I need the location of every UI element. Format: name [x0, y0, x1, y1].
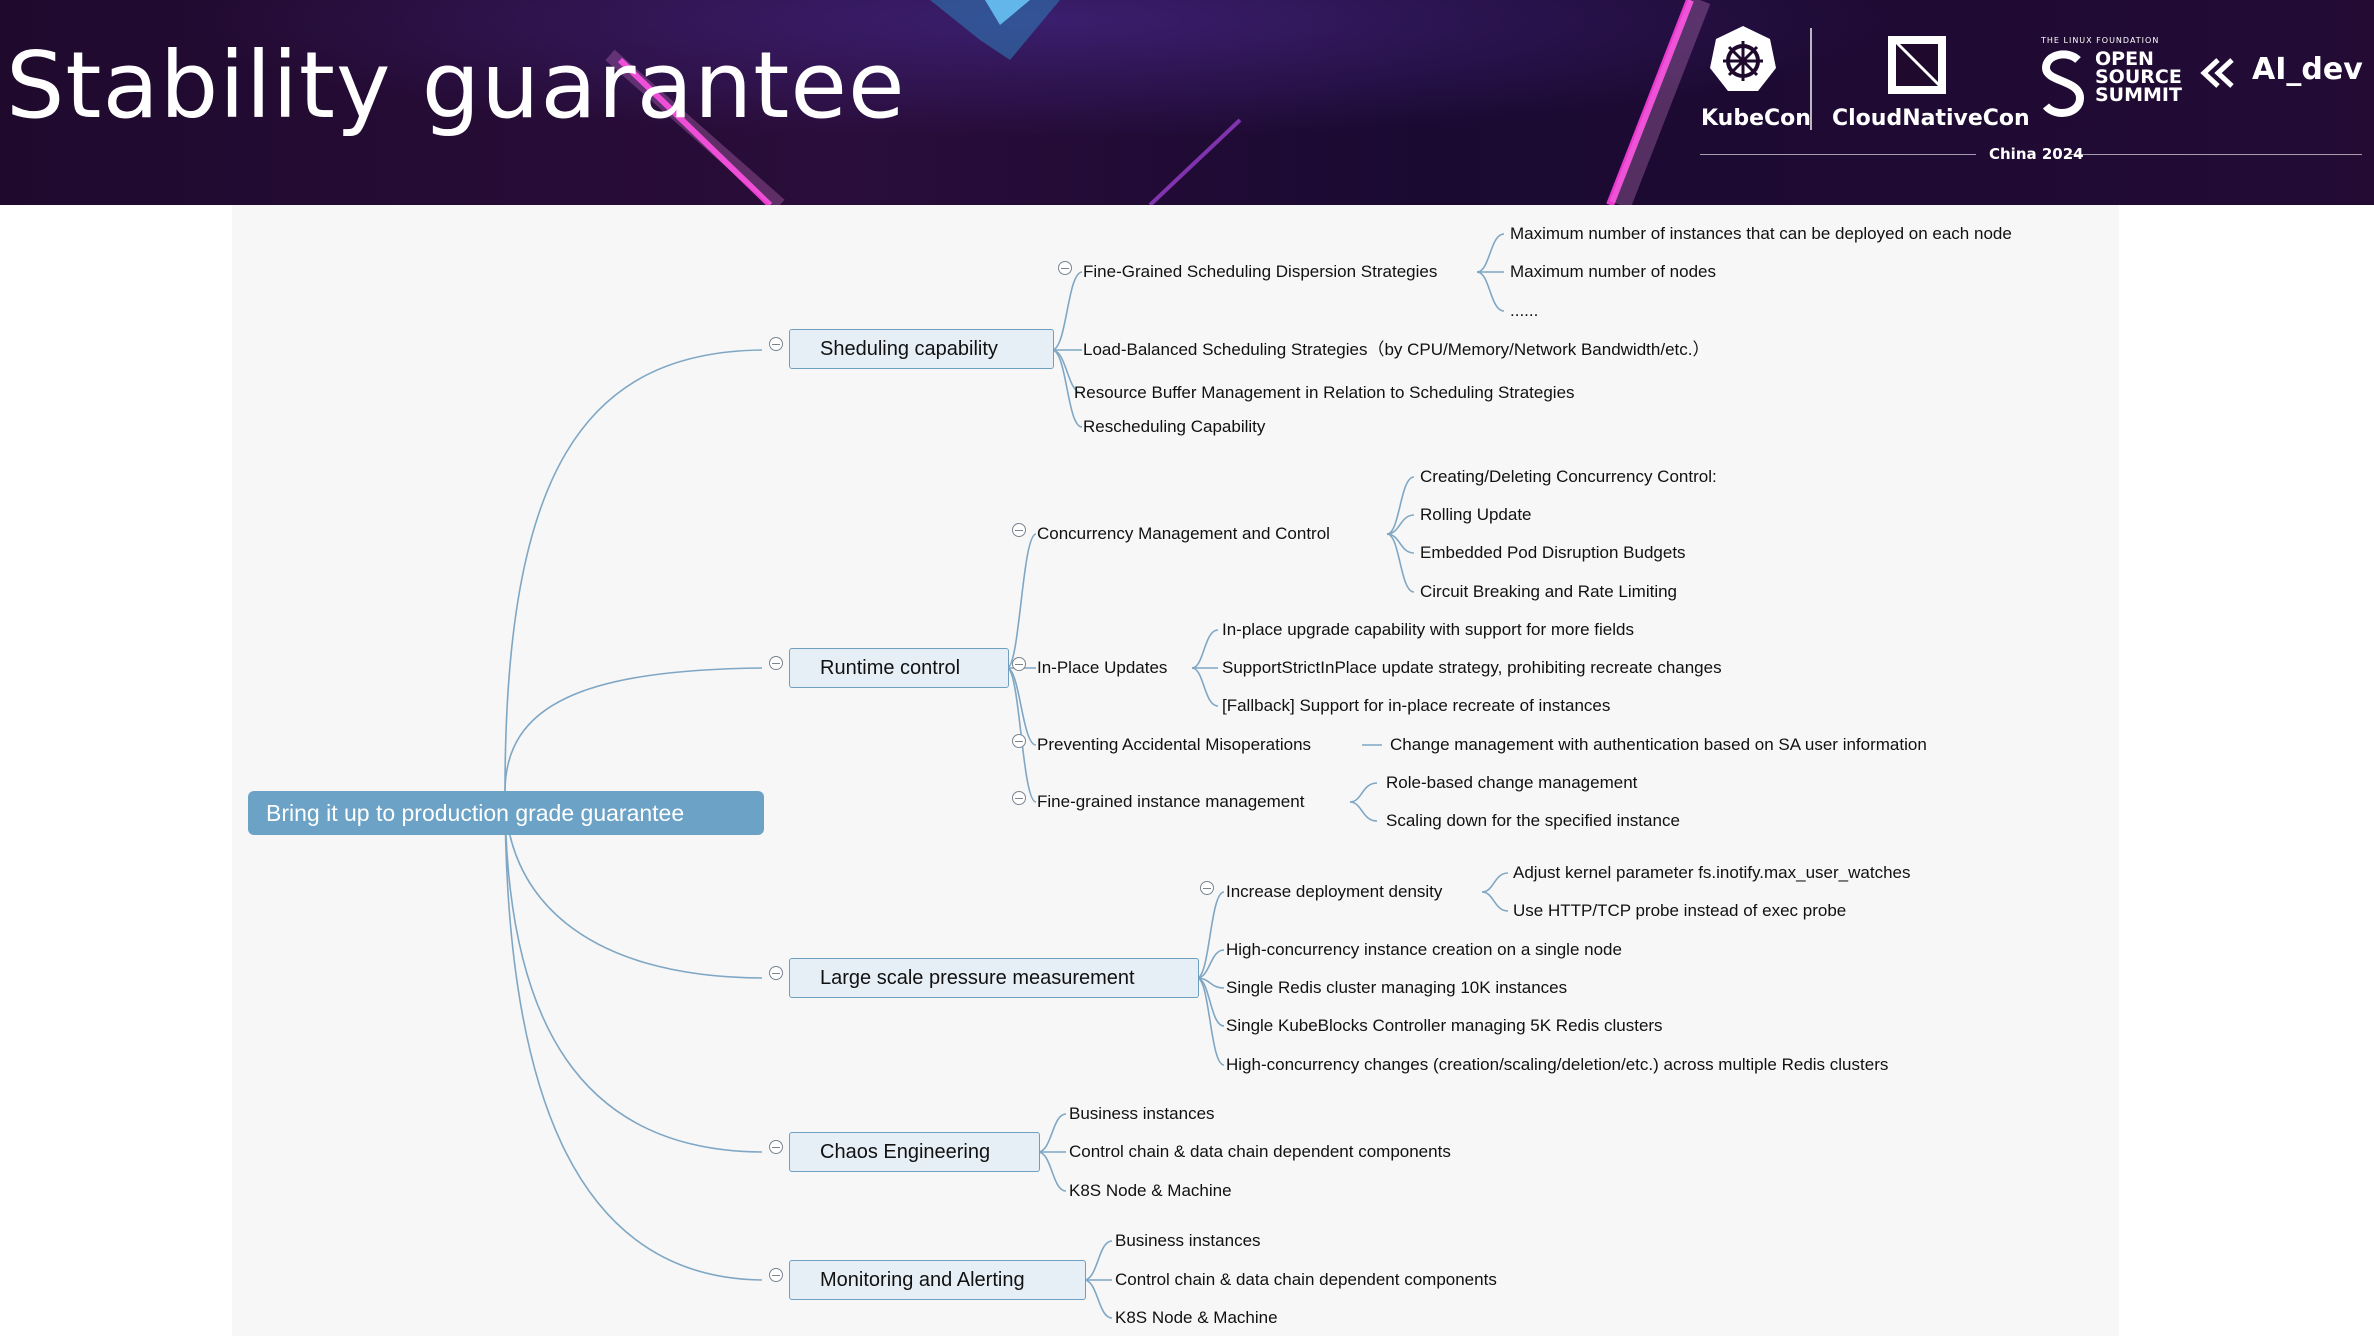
slide-title: Stability guarantee — [6, 32, 906, 139]
collapse-toggle-pressure[interactable] — [769, 966, 783, 980]
topic-deployment-density[interactable]: Increase deployment density — [1226, 882, 1443, 901]
mindmap-canvas: Bring it up to production grade guarante… — [232, 205, 2119, 1336]
topic-rescheduling[interactable]: Rescheduling Capability — [1083, 417, 1266, 436]
branch-large-scale-pressure[interactable]: Large scale pressure measurement — [789, 958, 1199, 998]
oss-line-open: OPEN — [2095, 48, 2154, 70]
topic-scale-down-instance[interactable]: Scaling down for the specified instance — [1386, 811, 1680, 830]
link-root-runtime — [504, 667, 763, 793]
topic-fallback-recreate[interactable]: [Fallback] Support for in-place recreate… — [1222, 696, 1611, 715]
collapse-toggle-density[interactable] — [1200, 881, 1214, 895]
open-source-summit-text: OPEN SOURCE SUMMIT — [2095, 48, 2182, 106]
topic-inplace-more-fields[interactable]: In-place upgrade capability with support… — [1222, 620, 1634, 639]
topic-controller-5k[interactable]: Single KubeBlocks Controller managing 5K… — [1226, 1016, 1663, 1035]
topic-in-place-updates[interactable]: In-Place Updates — [1037, 658, 1168, 677]
topic-chaos-control-chain[interactable]: Control chain & data chain dependent com… — [1069, 1142, 1451, 1161]
branch-runtime-control[interactable]: Runtime control — [789, 648, 1009, 688]
event-rule-left — [1700, 154, 1976, 155]
topic-monitor-business-instances[interactable]: Business instances — [1115, 1231, 1261, 1250]
topic-chaos-k8s-node[interactable]: K8S Node & Machine — [1069, 1181, 1232, 1200]
collapse-toggle-inplace[interactable] — [1012, 657, 1026, 671]
collapse-toggle-runtime[interactable] — [769, 656, 783, 670]
collapse-toggle-instance-mgmt[interactable] — [1012, 791, 1026, 805]
open-source-summit-icon — [2041, 50, 2085, 117]
topic-max-instances-per-node[interactable]: Maximum number of instances that can be … — [1510, 224, 2012, 243]
topic-chaos-business-instances[interactable]: Business instances — [1069, 1104, 1215, 1123]
topic-resource-buffer[interactable]: Resource Buffer Management in Relation t… — [1074, 383, 1575, 402]
topic-load-balanced-scheduling[interactable]: Load-Balanced Scheduling Strategies（by C… — [1083, 340, 1710, 359]
linux-foundation-label: THE LINUX FOUNDATION — [2041, 36, 2160, 45]
kubecon-logo-text: KubeCon — [1701, 106, 1811, 131]
topic-strict-inplace[interactable]: SupportStrictInPlace update strategy, pr… — [1222, 658, 1722, 677]
collapse-toggle-concurrency[interactable] — [1012, 523, 1026, 537]
mindmap-connectors — [504, 233, 1509, 1319]
topic-create-delete-concurrency[interactable]: Creating/Deleting Concurrency Control: — [1420, 467, 1717, 486]
topic-dispersion-strategies[interactable]: Fine-Grained Scheduling Dispersion Strat… — [1083, 262, 1438, 281]
topic-high-concurrency-creation[interactable]: High-concurrency instance creation on a … — [1226, 940, 1622, 959]
oss-line-summit: SUMMIT — [2095, 84, 2182, 106]
slide-header-banner: Stability guarantee KubeCon CloudNativeC… — [0, 0, 2374, 205]
event-label: China 2024 — [1989, 145, 2084, 163]
topic-role-based-change[interactable]: Role-based change management — [1386, 773, 1638, 792]
collapse-toggle-dispersion[interactable] — [1058, 261, 1072, 275]
topic-ellipsis[interactable]: ...... — [1510, 301, 1539, 320]
link-root-chaos — [504, 791, 763, 1153]
topic-circuit-breaking[interactable]: Circuit Breaking and Rate Limiting — [1420, 582, 1678, 601]
event-rule-right — [2068, 154, 2362, 155]
ai-dev-logo-text: AI_dev — [2252, 52, 2363, 87]
branch-scheduling-capability[interactable]: Sheduling capability — [789, 329, 1054, 369]
collapse-toggle-scheduling[interactable] — [769, 337, 783, 351]
topic-monitor-k8s-node[interactable]: K8S Node & Machine — [1115, 1308, 1278, 1327]
topic-inotify-watches[interactable]: Adjust kernel parameter fs.inotify.max_u… — [1513, 863, 1911, 882]
topic-rolling-update[interactable]: Rolling Update — [1420, 505, 1532, 524]
topic-prevent-misoperations[interactable]: Preventing Accidental Misoperations — [1037, 735, 1312, 754]
topic-http-tcp-probe[interactable]: Use HTTP/TCP probe instead of exec probe — [1513, 901, 1847, 920]
topic-concurrency-management[interactable]: Concurrency Management and Control — [1037, 524, 1330, 543]
branch-monitoring-alerting[interactable]: Monitoring and Alerting — [789, 1260, 1086, 1300]
topic-multi-cluster-changes[interactable]: High-concurrency changes (creation/scali… — [1226, 1055, 1889, 1074]
kubernetes-helm-icon — [1710, 26, 1776, 91]
collapse-toggle-chaos[interactable] — [769, 1140, 783, 1154]
topic-pod-disruption-budgets[interactable]: Embedded Pod Disruption Budgets — [1420, 543, 1686, 562]
link-root-monitoring — [504, 791, 763, 1281]
branch-chaos-engineering[interactable]: Chaos Engineering — [789, 1132, 1040, 1172]
topic-fine-grained-instance[interactable]: Fine-grained instance management — [1037, 792, 1305, 811]
cloudnativecon-logo-text: CloudNativeCon — [1832, 106, 2030, 131]
oss-line-source: SOURCE — [2095, 66, 2182, 88]
topic-monitor-control-chain[interactable]: Control chain & data chain dependent com… — [1115, 1270, 1497, 1289]
mindmap-root-node[interactable]: Bring it up to production grade guarante… — [248, 791, 764, 835]
topic-max-nodes[interactable]: Maximum number of nodes — [1510, 262, 1716, 281]
logo-divider — [1810, 28, 1812, 130]
link-root-scheduling — [504, 349, 763, 793]
collapse-toggle-monitoring[interactable] — [769, 1268, 783, 1282]
collapse-toggle-misoperations[interactable] — [1012, 734, 1026, 748]
topic-redis-10k[interactable]: Single Redis cluster managing 10K instan… — [1226, 978, 1568, 997]
topic-change-management-sa[interactable]: Change management with authentication ba… — [1390, 735, 1927, 754]
ai-dev-chevron-icon — [2200, 58, 2234, 88]
cloudnativecon-icon — [1888, 36, 1946, 94]
